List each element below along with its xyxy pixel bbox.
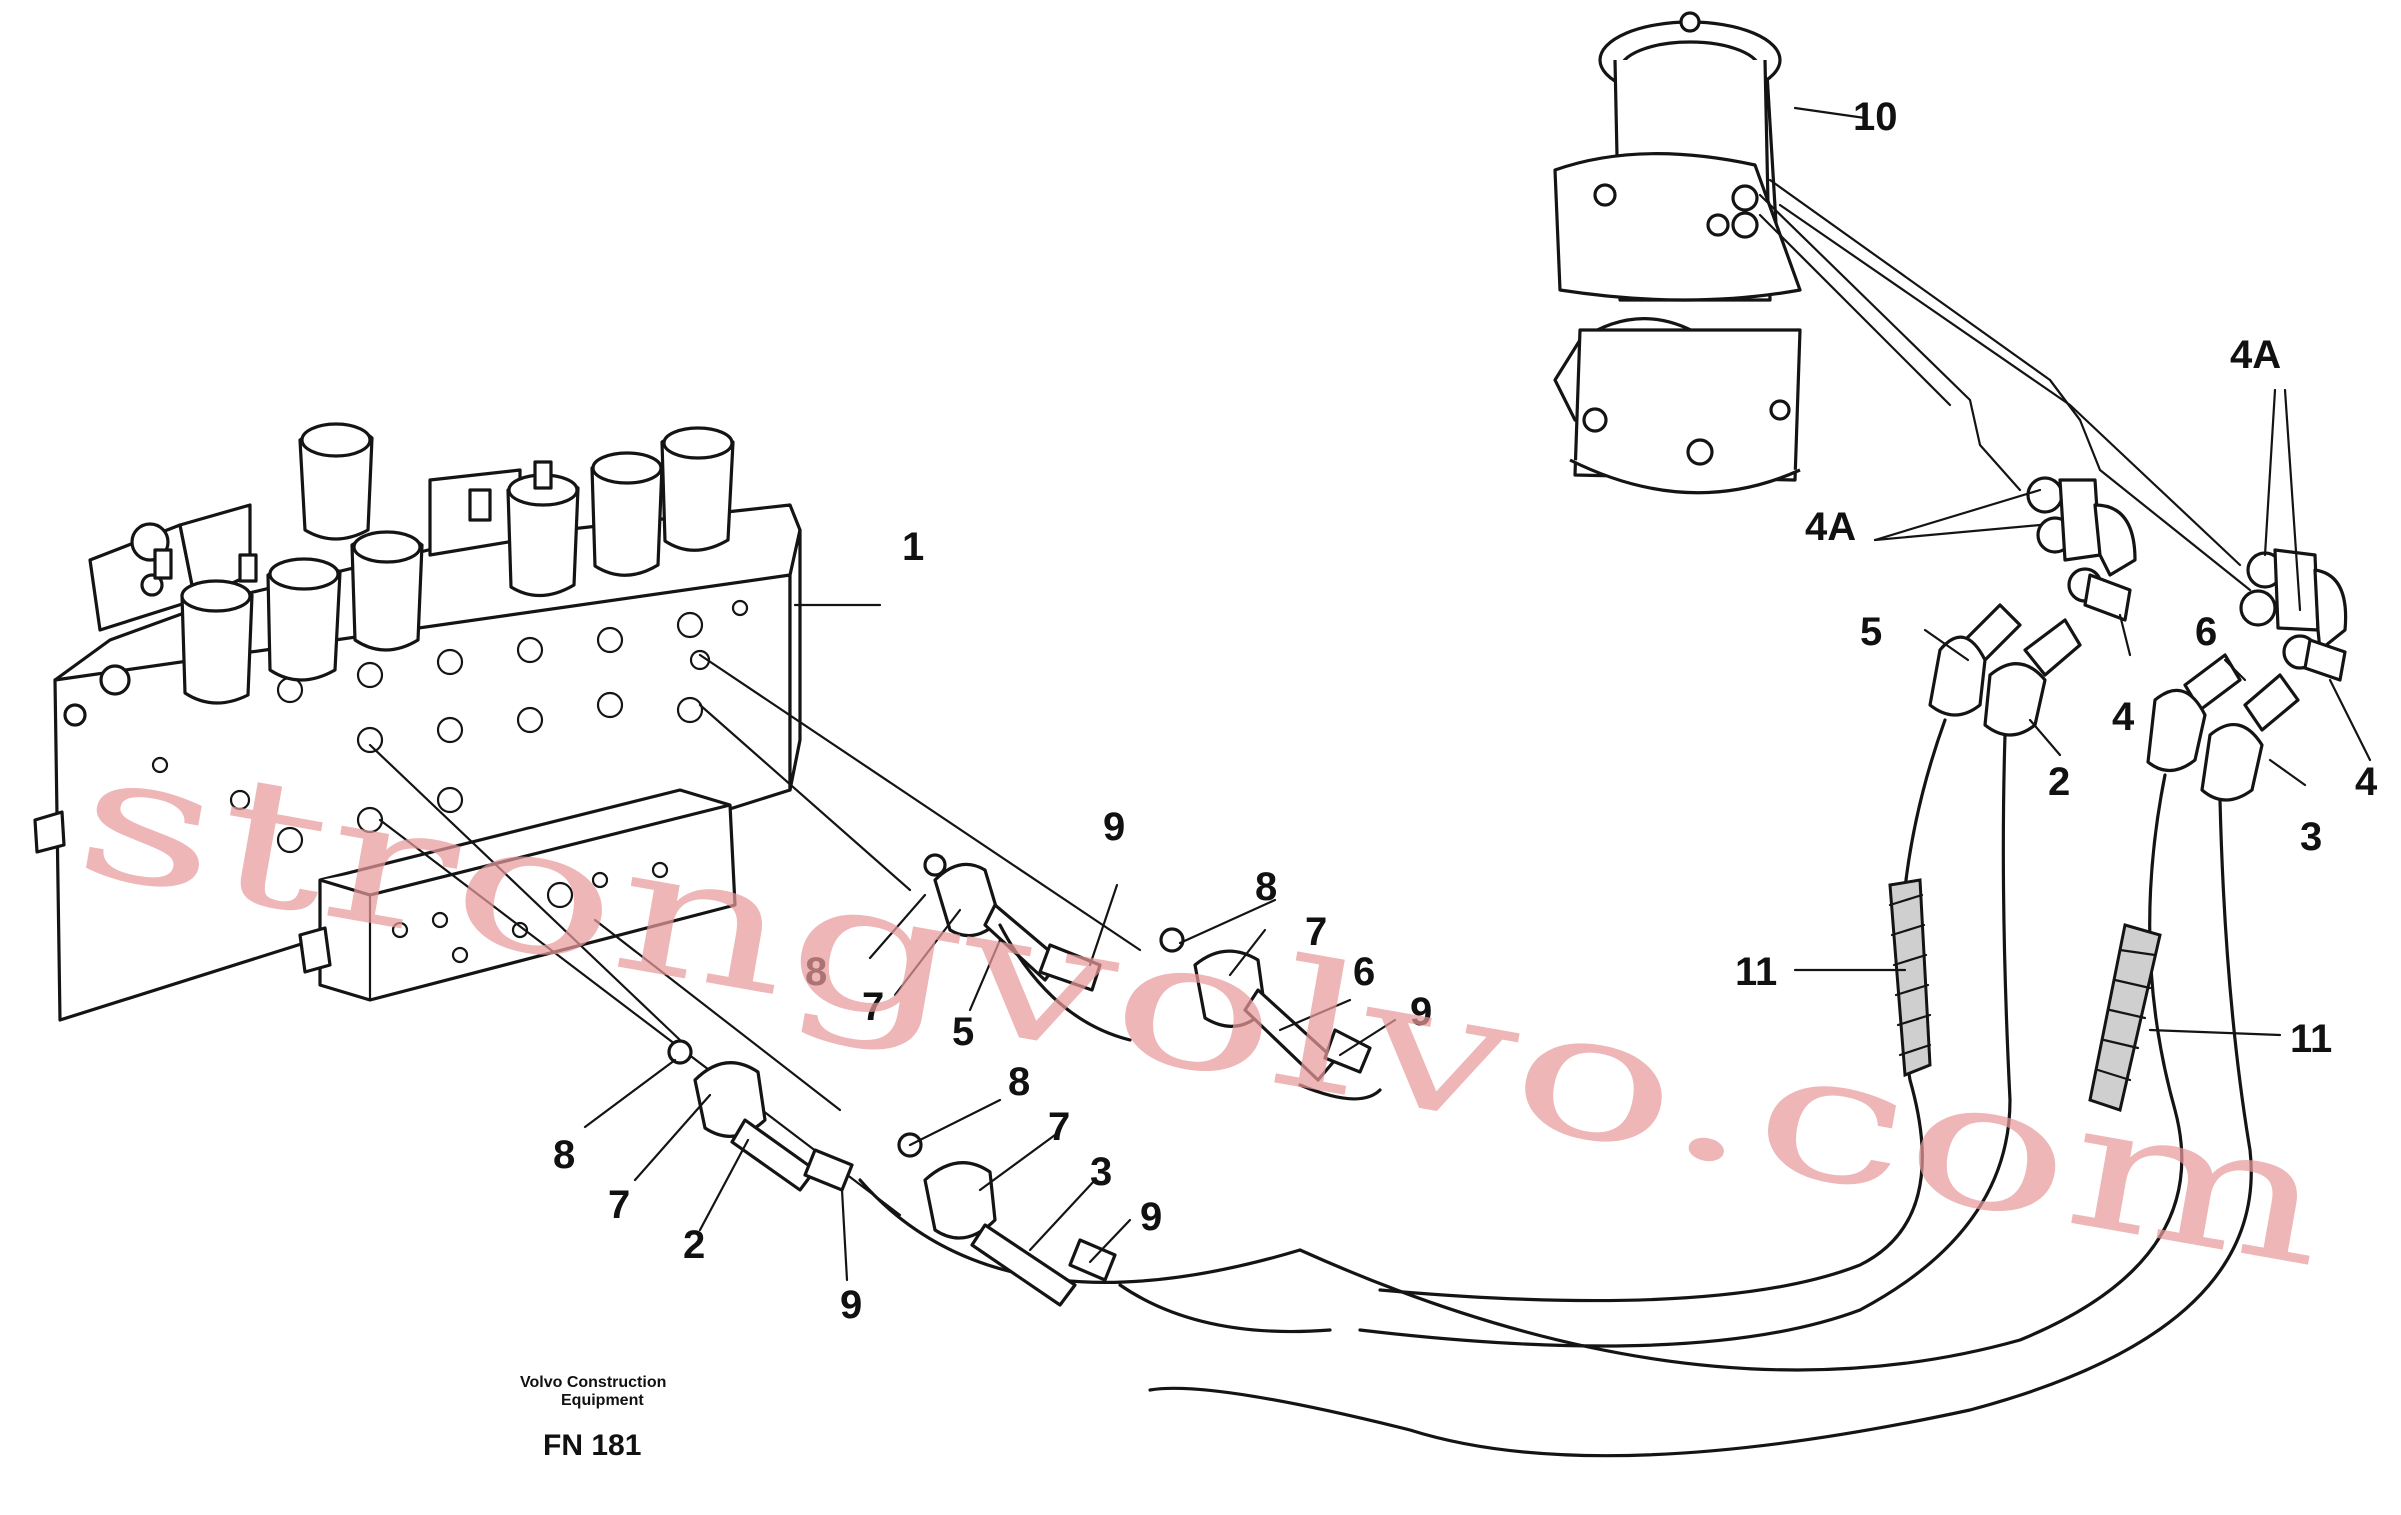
fitting-assembly-b — [1159, 927, 1382, 1101]
fitting-assembly-a — [923, 853, 1132, 1042]
caption: Volvo Construction Equipment FN 181 — [520, 1374, 666, 1462]
callout-10: 10 — [1853, 95, 1898, 139]
callout-7-b: 7 — [862, 985, 884, 1029]
callout-7-d: 7 — [608, 1183, 630, 1227]
callout-6-right: 6 — [2195, 610, 2217, 654]
callout-4-left: 4 — [2112, 695, 2135, 739]
callout-7-c: 7 — [1048, 1105, 1070, 1149]
callout-labels: 10 1 4A 4A 5 6 4 2 4 3 11 11 9 8 7 6 9 8… — [553, 95, 2378, 1327]
callout-7-a: 7 — [1305, 910, 1327, 954]
caption-line-1: Volvo Construction — [520, 1374, 666, 1391]
callout-9-c: 9 — [1140, 1195, 1162, 1239]
watermark-text: strongvolvo.com — [63, 711, 2344, 1307]
rotary-joint — [1553, 11, 1802, 495]
hose-spirals — [1888, 878, 2162, 1112]
callout-8-b: 8 — [805, 950, 827, 994]
callout-2-a: 2 — [683, 1223, 705, 1267]
callout-6-a: 6 — [1353, 950, 1375, 994]
caption-line-2: Equipment — [561, 1392, 644, 1409]
leader-lines — [583, 106, 2372, 1282]
control-valve-block — [33, 422, 802, 1022]
pilot-lines — [368, 653, 1142, 1217]
right-fittings-right — [2239, 548, 2348, 682]
callout-9-a: 9 — [1103, 805, 1125, 849]
solenoid-caps — [153, 422, 735, 705]
callout-4-right: 4 — [2355, 760, 2378, 804]
callout-9-d: 9 — [840, 1283, 862, 1327]
fitting-assembly-c — [667, 1039, 1302, 1284]
callout-8-c: 8 — [1008, 1060, 1030, 1104]
right-fittings-left — [2026, 476, 2137, 622]
figure-number: FN 181 — [543, 1429, 641, 1462]
watermark: strongvolvo.com — [63, 711, 2344, 1307]
callout-11-left: 11 — [1735, 950, 1777, 994]
callout-2-right: 2 — [2048, 760, 2070, 804]
callout-5-right: 5 — [1860, 610, 1882, 654]
callout-4a-left: 4A — [1805, 505, 1856, 549]
callout-1: 1 — [902, 525, 924, 569]
fitting-assembly-d — [897, 1132, 1332, 1334]
callout-9-b: 9 — [1410, 990, 1432, 1034]
callout-11-right: 11 — [2290, 1017, 2332, 1061]
swivel-pilot-lines — [1758, 178, 2252, 592]
callout-8-d: 8 — [553, 1133, 575, 1177]
callout-3-a: 3 — [1090, 1150, 1112, 1194]
callout-4a-upper: 4A — [2230, 333, 2281, 377]
callout-3-right: 3 — [2300, 815, 2322, 859]
callout-8-a: 8 — [1255, 865, 1277, 909]
callout-5-a: 5 — [952, 1010, 974, 1054]
